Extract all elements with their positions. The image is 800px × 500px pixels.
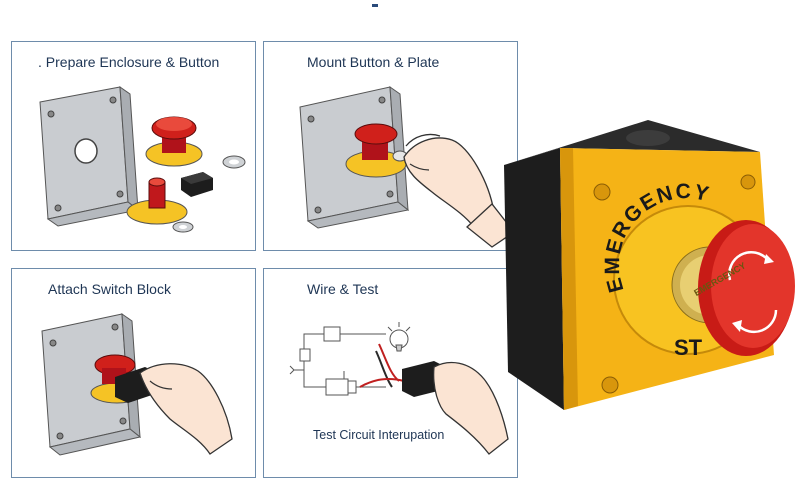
step-title-mount: Mount Button & Plate <box>307 54 440 70</box>
step-panel-mount: Mount Button & Plate <box>263 41 518 251</box>
emergency-stop-product: EMERGENCY ST EMERGENCY <box>498 110 800 420</box>
top-dash-mark <box>372 4 378 7</box>
prepare-illustration <box>39 85 246 233</box>
step-panel-attach: Attach Switch Block <box>11 268 256 478</box>
step-title-wire: Wire & Test <box>307 281 379 297</box>
wire-test-caption: Test Circuit Interupation <box>313 428 445 442</box>
wiring-diagram <box>289 322 509 455</box>
step-panel-wire: Wire & Test Test Circuit Interupation <box>263 268 518 478</box>
product-render: EMERGENCY ST EMERGENCY <box>504 120 795 410</box>
attach-illustration <box>41 312 233 456</box>
step-title-prepare: . Prepare Enclosure & Button <box>38 54 220 70</box>
step-panel-prepare: . Prepare Enclosure & Button <box>11 41 256 251</box>
step-title-attach: Attach Switch Block <box>48 281 171 297</box>
ring-label-partial: ST <box>674 335 703 360</box>
mount-illustration <box>299 85 515 248</box>
